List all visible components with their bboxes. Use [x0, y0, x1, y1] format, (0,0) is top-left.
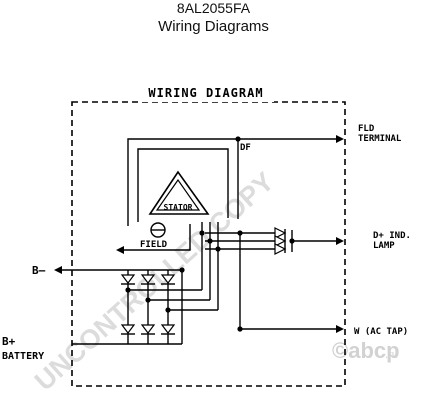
label-b-minus: B– [32, 264, 46, 277]
logo-text: ©abcp [332, 338, 400, 363]
diodes [120, 227, 287, 334]
d-plus-arrow-icon [336, 237, 344, 245]
housing-outline [71, 101, 346, 387]
w-arrow-icon [336, 325, 344, 333]
box-title: WIRING DIAGRAM [148, 86, 263, 100]
b-minus-arrow-icon [54, 266, 62, 274]
label-lamp: LAMP [373, 241, 395, 251]
junctions [54, 135, 344, 333]
page-title: 8AL2055FA [176, 0, 251, 16]
df-loop-inner [137, 148, 229, 222]
label-fld: FLD [358, 124, 375, 134]
label-stator: STATOR [164, 203, 193, 212]
label-d-plus: D+ IND. [373, 231, 411, 241]
trio-diode-2 [274, 235, 287, 247]
rect-diode-3 [160, 274, 176, 284]
stator-triangle [148, 170, 210, 215]
label-terminal: TERMINAL [358, 134, 402, 144]
label-field: FIELD [140, 240, 168, 250]
label-df: DF [240, 143, 251, 153]
page-subtitle: Wiring Diagrams [158, 18, 269, 35]
rect-diode-2 [140, 274, 156, 284]
watermark: UNCONTROLLED COPY [29, 166, 280, 396]
field-arrow-icon [116, 246, 124, 254]
title-backdrop [138, 84, 274, 102]
watermark-text: UNCONTROLLED COPY [29, 166, 280, 396]
fld-arrow-icon [336, 135, 344, 143]
trio-diode-1 [274, 227, 287, 239]
rect-diode-6 [160, 324, 176, 334]
field-return [124, 224, 191, 251]
rect-diode-1 [120, 274, 136, 284]
trio-diode-3 [274, 243, 287, 255]
stator-triangle-inner [155, 178, 201, 211]
rect-diode-5 [140, 324, 156, 334]
logo-suffix: .ru [385, 349, 398, 361]
abcp-logo: ©abcp .ru [332, 338, 400, 363]
rect-diode-4 [120, 324, 136, 334]
label-b-plus: B+ [2, 335, 16, 348]
label-w-ac-tap: W (AC TAP) [354, 327, 408, 337]
df-loop-outer [127, 138, 239, 226]
label-battery: BATTERY [2, 351, 44, 362]
